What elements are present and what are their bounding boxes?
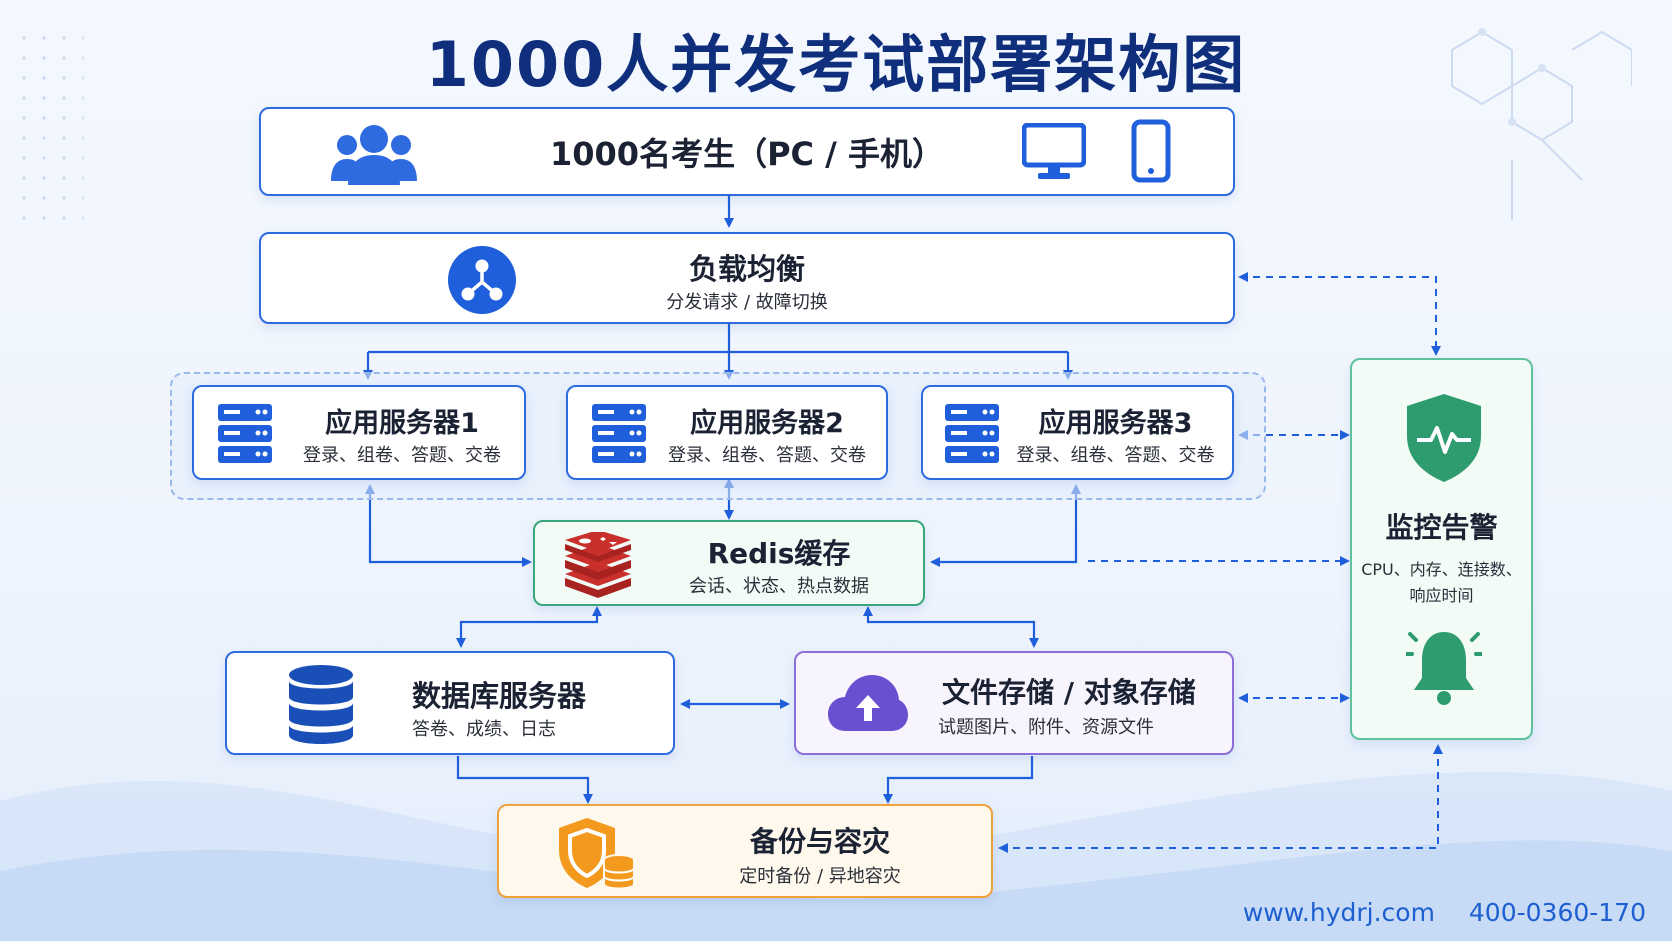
redis-cache-box: Redis缓存 会话、状态、热点数据: [533, 520, 925, 606]
load-balancer-title: 负载均衡: [688, 252, 805, 286]
decorative-dots: [14, 28, 84, 228]
monitoring-desc-line1: CPU、内存、连接数、: [1361, 560, 1522, 579]
monitor-icon: [1022, 123, 1086, 179]
app-server-1-desc: 登录、组卷、答题、交卷: [303, 445, 501, 466]
app-server-2: 应用服务器2 登录、组卷、答题、交卷: [566, 385, 888, 480]
bell-icon: [1406, 632, 1482, 705]
phone-icon: [1131, 119, 1171, 183]
backup-box: 备份与容灾 定时备份 / 异地容灾: [497, 804, 993, 898]
users-box: 1000名考生（PC / 手机）: [259, 107, 1235, 196]
server-icon: [592, 404, 646, 463]
page-title: 1000人并发考试部署架构图: [425, 28, 1247, 101]
server-icon: [218, 404, 272, 463]
backup-title: 备份与容灾: [749, 825, 890, 858]
users-icon: [331, 125, 417, 185]
file-storage-desc: 试题图片、附件、资源文件: [938, 717, 1154, 738]
server-icon: [945, 404, 999, 463]
load-balancer-box: 负载均衡 分发请求 / 故障切换: [259, 232, 1235, 324]
shield-database-icon: [559, 818, 635, 890]
redis-cache-desc: 会话、状态、热点数据: [689, 576, 869, 597]
footer-phone: 400-0360-170: [1468, 898, 1646, 927]
file-storage-box: 文件存储 / 对象存储 试题图片、附件、资源文件: [794, 651, 1234, 755]
load-balancer-desc: 分发请求 / 故障切换: [666, 292, 828, 313]
app-server-2-title: 应用服务器2: [690, 408, 844, 439]
decorative-hexagons: [1451, 28, 1632, 220]
database-server-box: 数据库服务器 答卷、成绩、日志: [225, 651, 675, 755]
redis-icon: [565, 532, 631, 598]
shield-pulse-icon: [1407, 394, 1481, 482]
monitoring-panel: 监控告警 CPU、内存、连接数、 响应时间: [1350, 358, 1533, 740]
database-server-title: 数据库服务器: [412, 679, 587, 713]
app-server-3-title: 应用服务器3: [1038, 408, 1193, 439]
app-server-3: 应用服务器3 登录、组卷、答题、交卷: [921, 385, 1234, 480]
database-server-desc: 答卷、成绩、日志: [412, 719, 556, 740]
app-server-1: 应用服务器1 登录、组卷、答题、交卷: [192, 385, 526, 480]
backup-desc: 定时备份 / 异地容灾: [739, 866, 901, 887]
share-nodes-icon: [448, 246, 516, 314]
monitoring-title: 监控告警: [1385, 511, 1498, 544]
app-server-1-title: 应用服务器1: [325, 408, 479, 439]
app-server-2-desc: 登录、组卷、答题、交卷: [668, 445, 866, 466]
redis-cache-title: Redis缓存: [707, 537, 851, 570]
footer: www.hydrj.com 400-0360-170: [1217, 898, 1646, 927]
cloud-upload-icon: [828, 675, 908, 731]
app-server-3-desc: 登录、组卷、答题、交卷: [1016, 445, 1215, 466]
footer-website-link[interactable]: www.hydrj.com: [1242, 898, 1435, 927]
monitoring-desc-line2: 响应时间: [1409, 586, 1474, 605]
database-icon: [289, 665, 353, 744]
file-storage-title: 文件存储 / 对象存储: [942, 676, 1196, 709]
users-label: 1000名考生（PC / 手机）: [550, 135, 944, 173]
